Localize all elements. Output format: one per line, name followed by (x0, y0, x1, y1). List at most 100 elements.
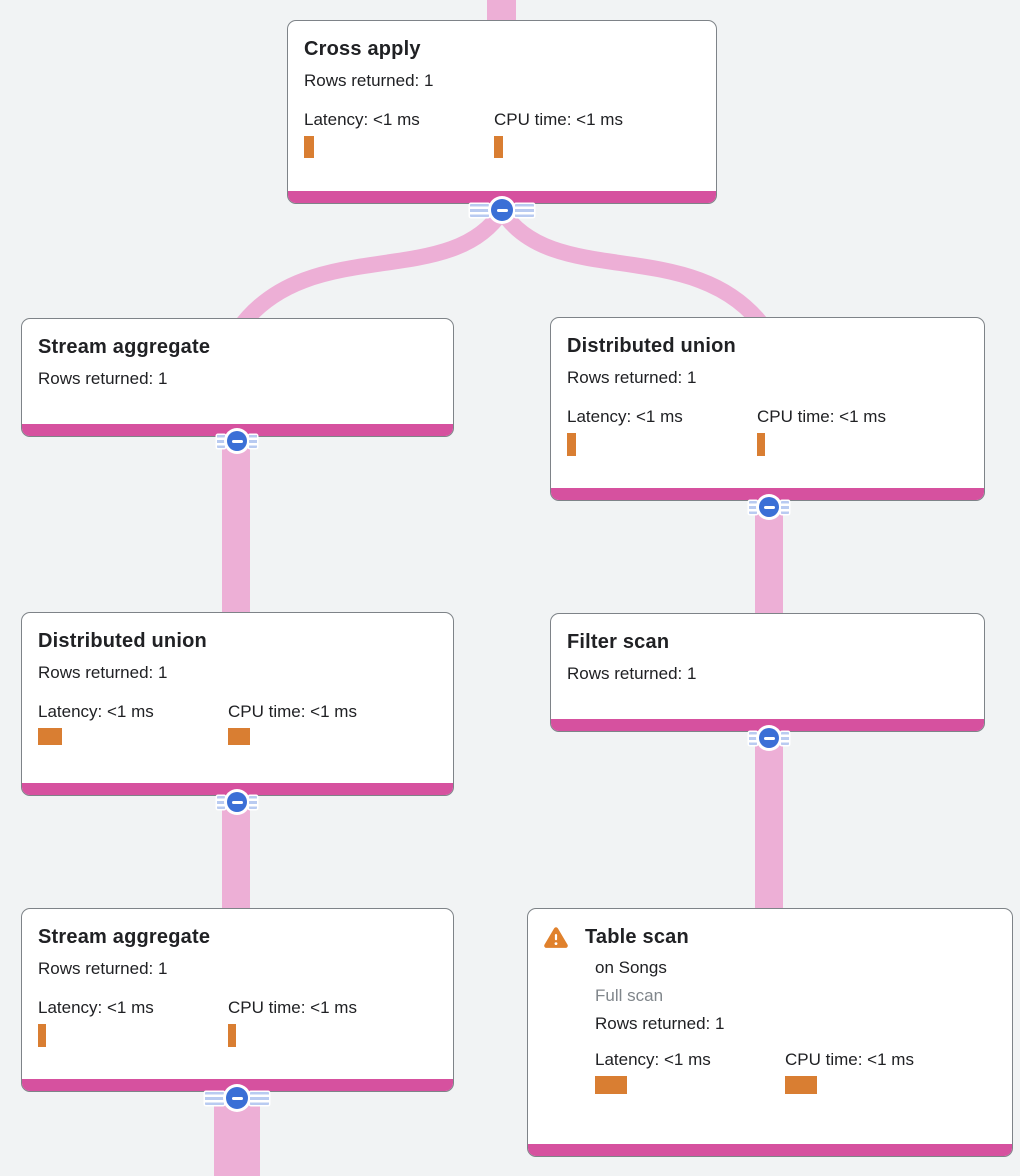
collapse-button-distributed-union-left[interactable] (217, 792, 257, 812)
node-body: Table scan on Songs Full scan Rows retur… (528, 909, 1012, 1144)
minus-icon (763, 505, 775, 509)
stripe-decoration (470, 203, 489, 217)
cpu-time-stat: CPU time: <1 ms (757, 406, 947, 456)
title-row: Table scan (544, 924, 996, 951)
collapse-button-filter-scan[interactable] (749, 728, 789, 748)
latency-bar (38, 728, 62, 745)
latency-stat: Latency: <1 ms (38, 701, 228, 745)
node-accent-bar (551, 488, 984, 500)
warning-icon (544, 927, 568, 948)
collapse-circle (227, 431, 247, 451)
node-stream-aggregate-2[interactable]: Stream aggregate Rows returned: 1 Latenc… (21, 908, 454, 1092)
node-title: Cross apply (304, 38, 421, 60)
node-body: Cross apply Rows returned: 1 Latency: <1… (288, 21, 716, 191)
edge-distributed-union-right-to-filter-scan (755, 507, 783, 619)
latency-stat: Latency: <1 ms (595, 1049, 785, 1094)
node-body: Distributed union Rows returned: 1 Laten… (22, 613, 453, 783)
latency-label: Latency: <1 ms (38, 702, 154, 721)
stripe-decoration (781, 731, 789, 745)
stripe-decoration (781, 500, 789, 514)
edge-cross-apply-to-distributed-union-right (495, 206, 773, 335)
collapse-circle (759, 497, 779, 517)
latency-bar (304, 136, 314, 158)
collapse-circle (226, 1087, 248, 1109)
stats-row: Latency: <1 ms CPU time: <1 ms (38, 997, 437, 1047)
collapse-button-distributed-union-right[interactable] (749, 497, 789, 517)
cpu-time-label: CPU time: <1 ms (757, 407, 886, 426)
collapse-button-stream-aggregate-1[interactable] (217, 431, 257, 451)
node-title: Distributed union (567, 335, 736, 357)
stripe-decoration (250, 1091, 269, 1105)
node-title: Distributed union (38, 630, 207, 652)
node-title: Stream aggregate (38, 336, 211, 358)
node-title: Filter scan (567, 631, 670, 653)
stripe-decoration (249, 795, 257, 809)
cpu-time-label: CPU time: <1 ms (228, 702, 357, 721)
latency-stat: Latency: <1 ms (304, 109, 494, 158)
latency-stat: Latency: <1 ms (567, 406, 757, 456)
node-title: Table scan (585, 926, 689, 948)
minus-icon (231, 439, 243, 443)
edge-stream-aggregate-2-to-offscreen-child (214, 1098, 260, 1176)
node-accent-bar (528, 1144, 1012, 1156)
cpu-time-label: CPU time: <1 ms (494, 110, 623, 129)
stripe-decoration (217, 434, 225, 448)
rows-returned-text: Rows returned: 1 (595, 1014, 725, 1033)
node-cross-apply[interactable]: Cross apply Rows returned: 1 Latency: <1… (287, 20, 717, 204)
node-stream-aggregate-1[interactable]: Stream aggregate Rows returned: 1 (21, 318, 454, 437)
stripe-decoration (749, 500, 757, 514)
rows-returned-text: Rows returned: 1 (567, 664, 697, 683)
stats-row: Latency: <1 ms CPU time: <1 ms (595, 1049, 996, 1094)
node-distributed-union-left[interactable]: Distributed union Rows returned: 1 Laten… (21, 612, 454, 796)
node-body: Filter scan Rows returned: 1 (551, 614, 984, 719)
edge-filter-scan-to-table-scan (755, 738, 783, 913)
rows-returned-text: Rows returned: 1 (38, 959, 168, 978)
collapse-circle (491, 199, 513, 221)
scan-type-text: Full scan (595, 986, 664, 1005)
cpu-time-bar (757, 433, 765, 456)
stats-row: Latency: <1 ms CPU time: <1 ms (567, 406, 968, 456)
cpu-time-stat: CPU time: <1 ms (494, 109, 684, 158)
node-details: on Songs Full scan Rows returned: 1 Late… (595, 957, 996, 1094)
node-body: Distributed union Rows returned: 1 Laten… (551, 318, 984, 488)
latency-bar (38, 1024, 46, 1047)
minus-icon (231, 1096, 243, 1100)
cpu-time-bar (228, 1024, 236, 1047)
edge-stream-aggregate-1-to-distributed-union-left (222, 441, 250, 621)
latency-label: Latency: <1 ms (304, 110, 420, 129)
stats-row: Latency: <1 ms CPU time: <1 ms (304, 109, 700, 158)
collapse-button-stream-aggregate-2[interactable] (205, 1087, 269, 1109)
stripe-decoration (249, 434, 257, 448)
edge-cross-apply-to-stream-aggregate-1 (231, 206, 509, 335)
minus-icon (763, 736, 775, 740)
stripe-decoration (205, 1091, 224, 1105)
cpu-time-stat: CPU time: <1 ms (228, 701, 418, 745)
minus-icon (496, 208, 508, 212)
cpu-time-label: CPU time: <1 ms (785, 1050, 914, 1069)
cpu-time-stat: CPU time: <1 ms (228, 997, 418, 1047)
node-accent-bar (22, 424, 453, 436)
node-filter-scan[interactable]: Filter scan Rows returned: 1 (550, 613, 985, 732)
node-table-scan[interactable]: Table scan on Songs Full scan Rows retur… (527, 908, 1013, 1157)
collapse-button-cross-apply[interactable] (470, 199, 534, 221)
edge-distributed-union-left-to-stream-aggregate-2 (222, 802, 250, 917)
latency-label: Latency: <1 ms (595, 1050, 711, 1069)
node-accent-bar (22, 783, 453, 795)
stripe-decoration (217, 795, 225, 809)
node-accent-bar (288, 191, 716, 203)
node-body: Stream aggregate Rows returned: 1 Latenc… (22, 909, 453, 1079)
collapse-circle (759, 728, 779, 748)
latency-label: Latency: <1 ms (38, 998, 154, 1017)
cpu-time-bar (785, 1076, 817, 1094)
latency-bar (567, 433, 576, 456)
table-name-text: on Songs (595, 958, 667, 977)
node-accent-bar (22, 1079, 453, 1091)
latency-stat: Latency: <1 ms (38, 997, 228, 1047)
node-distributed-union-right[interactable]: Distributed union Rows returned: 1 Laten… (550, 317, 985, 501)
cpu-time-stat: CPU time: <1 ms (785, 1049, 975, 1094)
cpu-time-label: CPU time: <1 ms (228, 998, 357, 1017)
stripe-decoration (749, 731, 757, 745)
minus-icon (231, 800, 243, 804)
rows-returned-text: Rows returned: 1 (38, 369, 168, 388)
